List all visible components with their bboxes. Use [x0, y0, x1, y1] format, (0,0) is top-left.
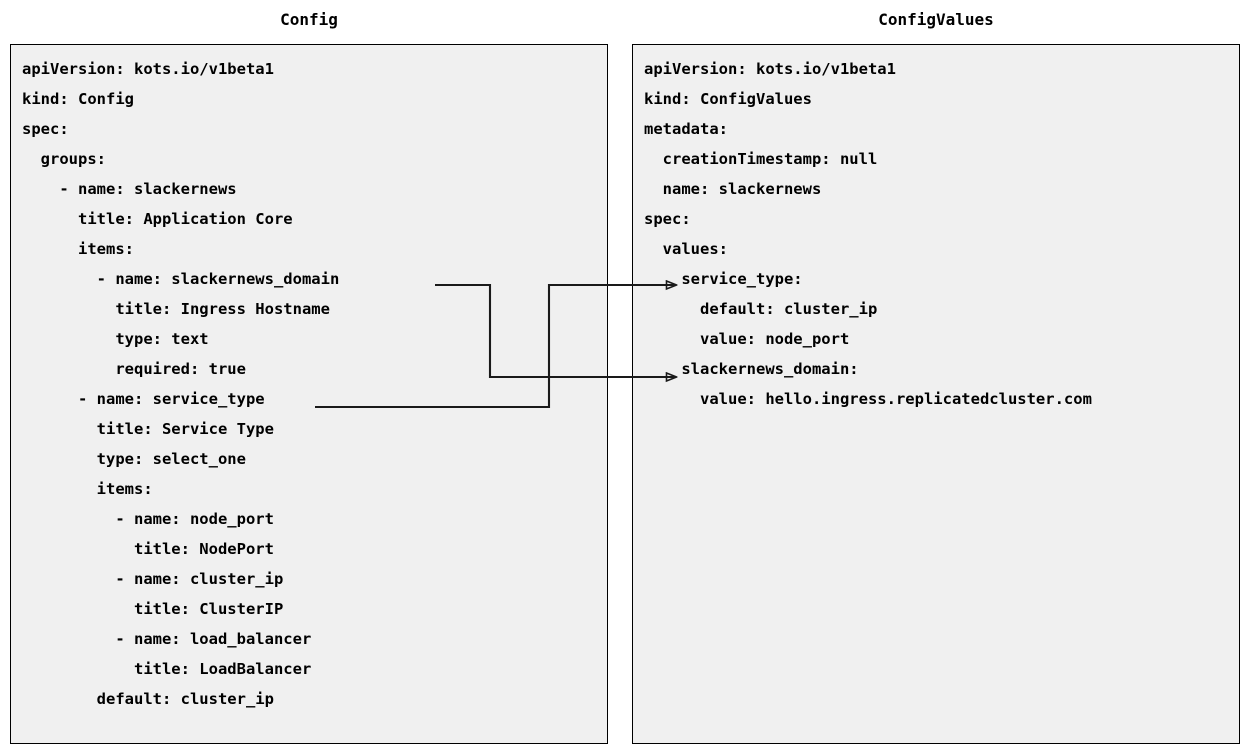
config-yaml-lines: apiVersion: kots.io/v1beta1 kind: Config s…	[22, 54, 603, 714]
config-yaml-panel: apiVersion: kots.io/v1beta1 kind: Config s…	[10, 44, 608, 744]
configvalues-yaml-line: value: hello.ingress.replicatedcluster.c…	[644, 390, 1092, 408]
config-yaml-line: title: Ingress Hostname	[22, 300, 330, 318]
config-yaml-line: - name: node_port	[22, 510, 274, 528]
configvalues-yaml-line: slackernews_domain:	[644, 360, 859, 378]
configvalues-yaml-line: metadata:	[644, 120, 728, 138]
config-yaml-line: items:	[22, 480, 153, 498]
config-yaml-line: title: ClusterIP	[22, 600, 284, 618]
configvalues-yaml-line: kind: ConfigValues	[644, 90, 812, 108]
config-yaml-line: type: select_one	[22, 450, 246, 468]
configvalues-yaml-line: creationTimestamp: null	[644, 150, 878, 168]
config-yaml-line: - name: slackernews_domain	[22, 270, 340, 288]
config-panel-title: Config	[280, 10, 338, 29]
config-yaml-line: spec:	[22, 120, 69, 138]
configvalues-yaml-line: value: node_port	[644, 330, 850, 348]
configvalues-yaml-line: name: slackernews	[644, 180, 822, 198]
config-yaml-line: title: NodePort	[22, 540, 274, 558]
config-yaml-line: - name: service_type	[22, 390, 265, 408]
configvalues-yaml-line: apiVersion: kots.io/v1beta1	[644, 60, 896, 78]
configvalues-panel-title: ConfigValues	[878, 10, 994, 29]
configvalues-yaml-line: service_type:	[644, 270, 803, 288]
configvalues-yaml-line: default: cluster_ip	[644, 300, 878, 318]
config-yaml-line: title: LoadBalancer	[22, 660, 312, 678]
configvalues-yaml-line: spec:	[644, 210, 691, 228]
configvalues-yaml-line: values:	[644, 240, 728, 258]
configvalues-yaml-lines: apiVersion: kots.io/v1beta1 kind: ConfigV…	[644, 54, 1235, 414]
configvalues-yaml-panel: apiVersion: kots.io/v1beta1 kind: ConfigV…	[632, 44, 1240, 744]
config-yaml-line: kind: Config	[22, 90, 134, 108]
config-yaml-line: type: text	[22, 330, 209, 348]
config-yaml-line: required: true	[22, 360, 246, 378]
config-yaml-line: items:	[22, 240, 134, 258]
config-yaml-line: groups:	[22, 150, 106, 168]
config-yaml-line: default: cluster_ip	[22, 690, 274, 708]
config-yaml-line: - name: cluster_ip	[22, 570, 284, 588]
config-yaml-line: - name: load_balancer	[22, 630, 312, 648]
config-yaml-line: title: Application Core	[22, 210, 293, 228]
config-yaml-line: title: Service Type	[22, 420, 274, 438]
config-yaml-line: - name: slackernews	[22, 180, 237, 198]
config-yaml-line: apiVersion: kots.io/v1beta1	[22, 60, 274, 78]
